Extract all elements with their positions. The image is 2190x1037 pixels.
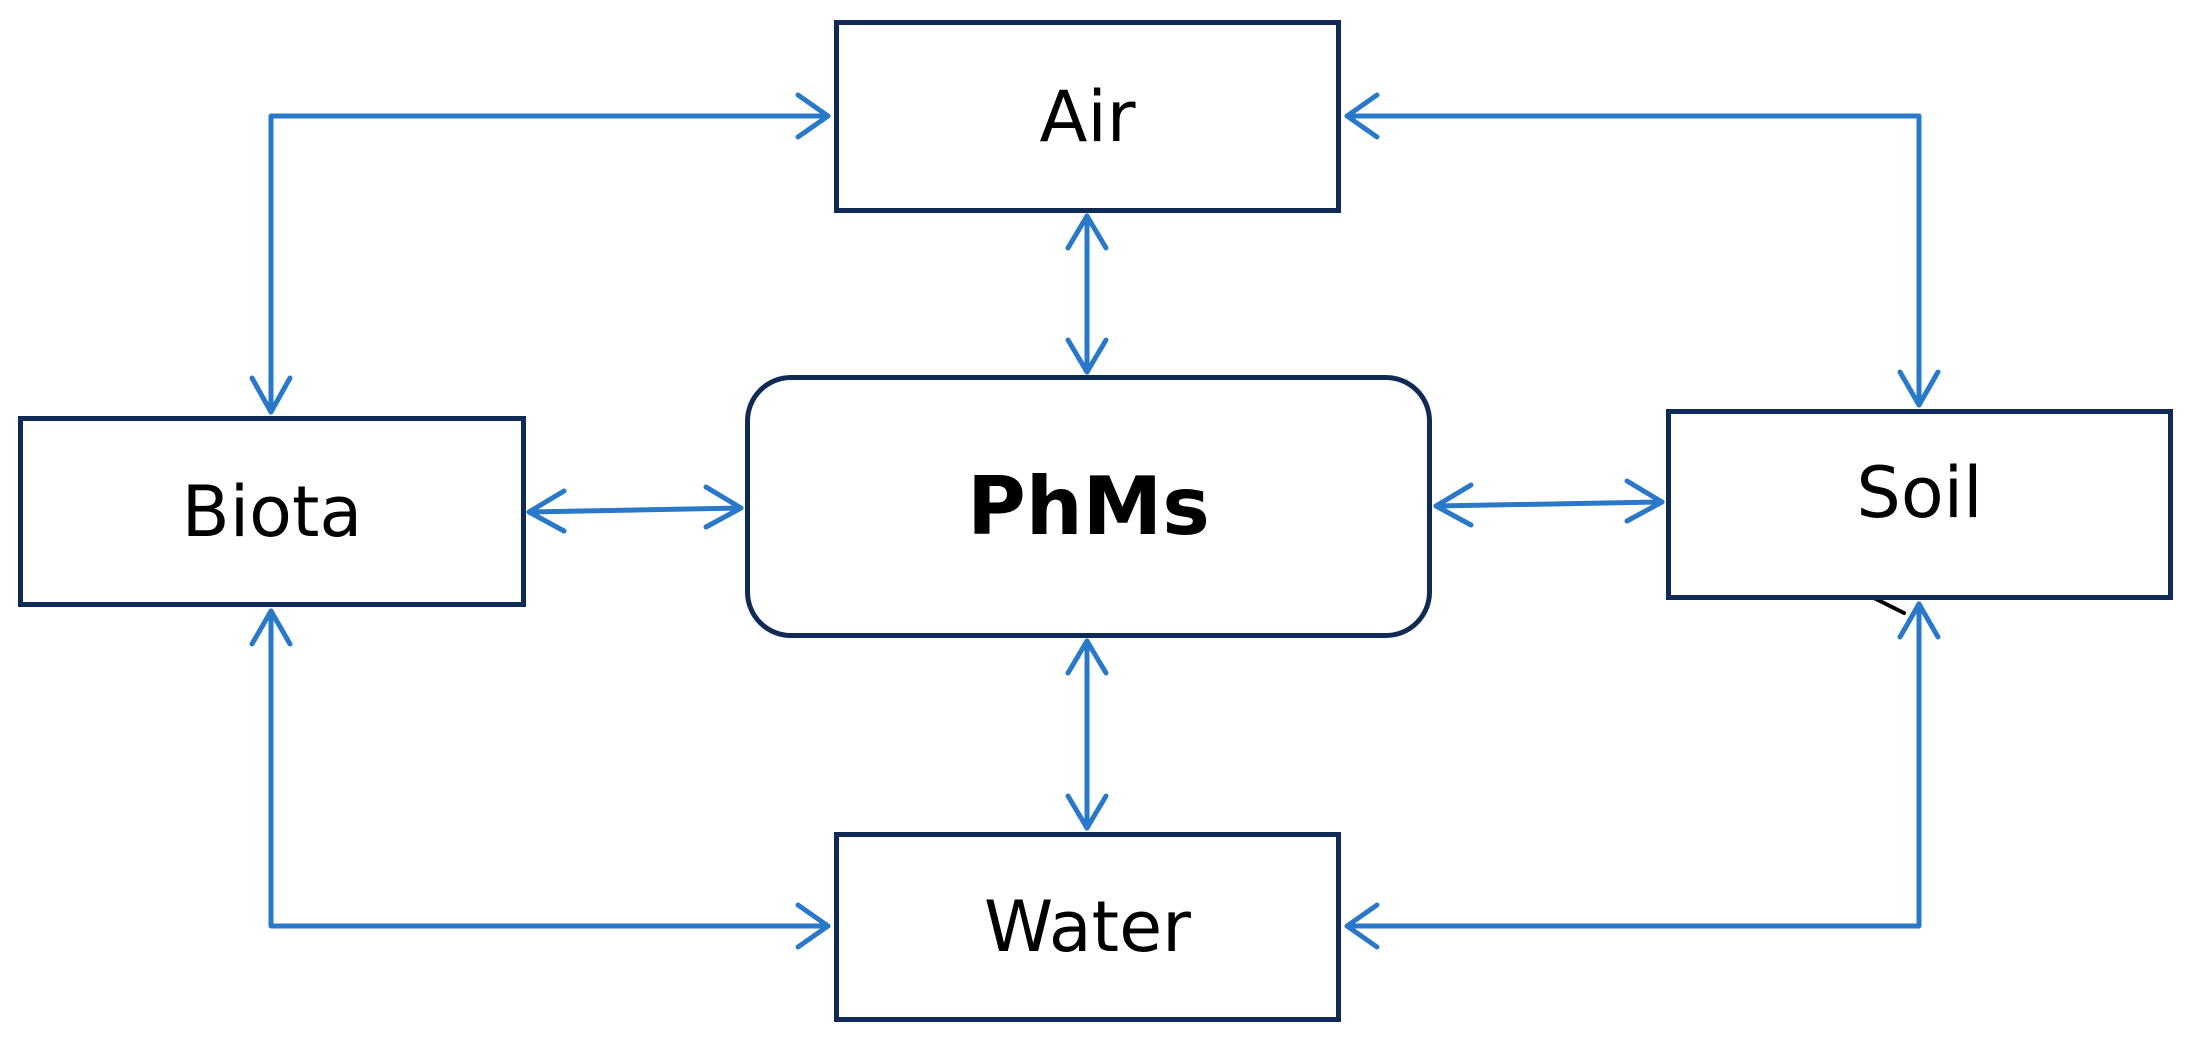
- arrowhead-into-biota-bottom: [249, 608, 293, 647]
- arrowhead-into-air-left: [795, 92, 831, 140]
- arrowhead-into-phms-bottom: [1065, 638, 1109, 676]
- node-biota: Biota: [18, 416, 526, 607]
- connector-air-biota: [249, 92, 831, 415]
- connector-air-biota-line: [268, 113, 831, 415]
- arrowhead-into-water-left: [795, 902, 831, 950]
- arrowhead-into-soil-left: [1624, 478, 1665, 524]
- node-air-label: Air: [1039, 75, 1136, 158]
- arrowhead-into-air-bottom: [1065, 213, 1109, 251]
- node-biota-label: Biota: [181, 470, 363, 553]
- connector-biota-water: [249, 608, 831, 950]
- node-water: Water: [834, 832, 1341, 1022]
- connector-air-soil: [1344, 92, 1941, 408]
- node-soil-label: Soil: [1856, 451, 1983, 534]
- arrowhead-into-biota-right: [526, 488, 567, 534]
- connector-soil-water-line: [1344, 601, 1922, 929]
- connector-soil-phms-line: [1433, 499, 1665, 509]
- arrowhead-into-soil-bottom: [1897, 601, 1941, 640]
- node-phms-center: PhMs: [745, 375, 1432, 638]
- arrowhead-into-water-right: [1344, 902, 1380, 950]
- arrowhead-into-phms-right: [1433, 482, 1474, 528]
- node-air: Air: [834, 20, 1341, 213]
- node-soil-label-wrapper: Soil: [1856, 458, 1982, 540]
- arrowhead-into-phms-left: [703, 484, 744, 530]
- connector-soil-phms: [1433, 478, 1665, 528]
- connector-soil-water: [1344, 601, 1941, 950]
- arrowhead-into-soil-top: [1897, 369, 1941, 408]
- arrowhead-into-biota-top: [249, 375, 293, 415]
- connector-biota-phms: [526, 484, 744, 534]
- node-water-label: Water: [984, 886, 1191, 968]
- node-soil: Soil: [1666, 409, 2173, 600]
- arrowhead-into-phms-top: [1065, 337, 1109, 375]
- node-phms-label: PhMs: [967, 459, 1210, 553]
- connector-water-phms: [1065, 638, 1109, 831]
- arrowhead-into-air-right: [1344, 92, 1380, 140]
- connector-biota-water-line: [268, 608, 831, 929]
- arrowhead-into-water-top: [1065, 793, 1109, 831]
- connector-air-soil-line: [1344, 113, 1922, 408]
- connector-air-phms: [1065, 213, 1109, 375]
- connector-biota-phms-line: [526, 505, 744, 515]
